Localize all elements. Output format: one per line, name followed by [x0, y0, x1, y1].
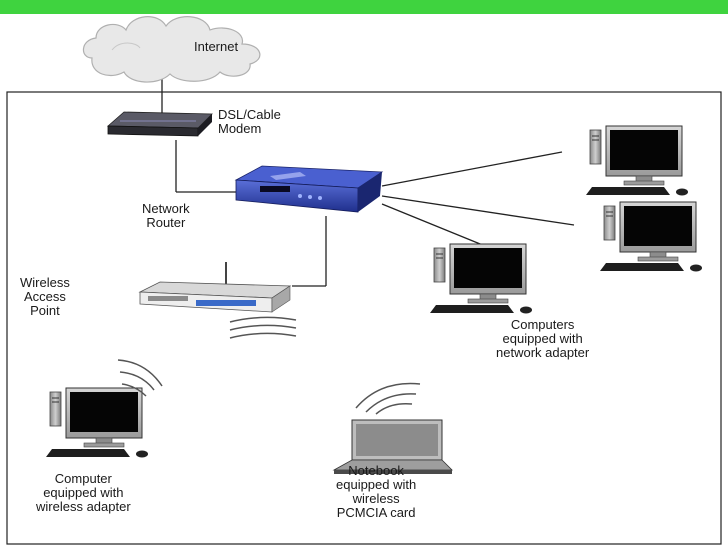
- notebook-label-line: wireless: [352, 491, 400, 506]
- desktop-computer-icon: [585, 125, 689, 196]
- router-icon: [234, 165, 384, 213]
- wireless-computer-label-line: equipped with: [43, 485, 124, 500]
- access-point-label-line: Point: [30, 303, 60, 318]
- router-label-line: Router: [146, 215, 186, 230]
- wireless-computer-label-line: wireless adapter: [36, 499, 131, 514]
- access-point-label: Wireless Access Point: [20, 276, 70, 318]
- router-pc2-line: [381, 195, 575, 226]
- desktop-computer-icon: [429, 243, 533, 314]
- notebook-label-line: equipped with: [336, 477, 417, 492]
- laptop-icon: [332, 419, 453, 474]
- ap-wave-icon: [229, 316, 297, 339]
- wireless-computer-label-line: Computer: [54, 471, 112, 486]
- access-point-icon: [138, 262, 292, 313]
- modem-label-line: Modem: [218, 121, 262, 136]
- access-point-label-line: Wireless: [20, 275, 70, 290]
- desktop-computer-icon: [599, 201, 703, 272]
- wired-computers-label: Computers equipped with network adapter: [496, 318, 589, 360]
- router-pc3-line: [381, 203, 491, 249]
- notebook-label-line: Notebook: [348, 463, 404, 478]
- internet-label: Internet: [194, 39, 239, 54]
- wireless-computer-label: Computer equipped with wireless adapter: [36, 472, 131, 514]
- router-label-line: Network: [142, 201, 190, 216]
- modem-label: DSL/Cable Modem: [218, 108, 281, 136]
- wired-computers-label-line: Computers: [510, 317, 575, 332]
- wired-computers-label-line: equipped with: [502, 331, 583, 346]
- modem-label-line: DSL/Cable: [218, 107, 281, 122]
- cloud-icon: [82, 16, 261, 83]
- access-point-label-line: Access: [23, 289, 66, 304]
- wired-computers-label-line: network adapter: [496, 345, 590, 360]
- connection-lines: [161, 66, 575, 287]
- notebook-label: Notebook equipped with wireless PCMCIA c…: [336, 464, 416, 520]
- router-label: Network Router: [142, 202, 190, 230]
- modem-icon: [106, 111, 213, 137]
- desktop-computer-icon: [45, 387, 149, 458]
- diagram-frame: [6, 91, 722, 545]
- router-pc1-line: [381, 151, 563, 187]
- notebook-label-line: PCMCIA card: [336, 505, 416, 520]
- laptop-wave-icon: [355, 382, 421, 415]
- slide-top-bar: [0, 0, 728, 14]
- computer-wave-icon: [117, 359, 163, 397]
